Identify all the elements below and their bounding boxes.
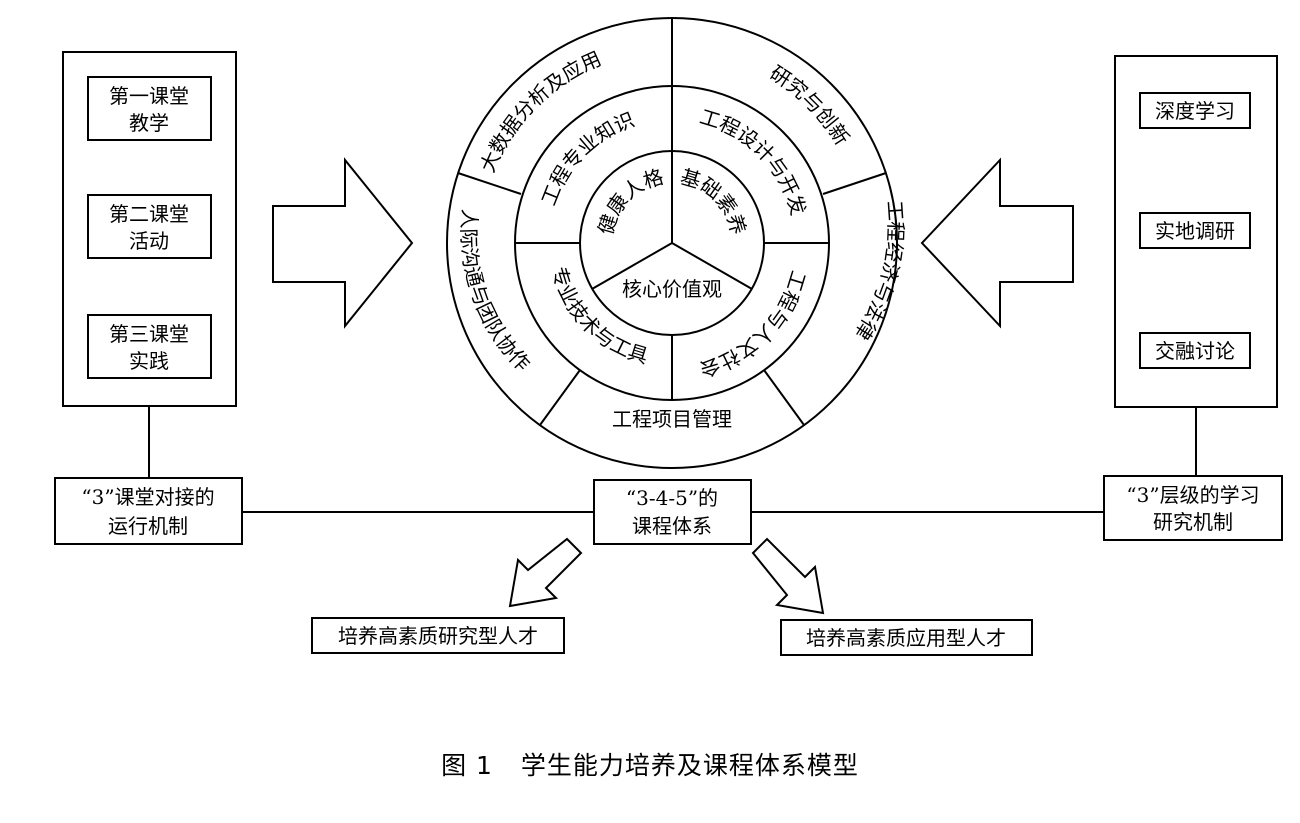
course-wheel: 健康人格 基础素养 核心价值观 工程专业知识 工程设计与开发 工程与人文社会 专… xyxy=(446,17,908,469)
figure-number: 图 1 xyxy=(441,751,493,780)
classroom-item-2-line2: 活动 xyxy=(129,229,169,253)
applied-talent-box: 培养高素质应用型人才 xyxy=(780,619,1033,656)
right-mechanism-line2: 研究机制 xyxy=(1153,510,1233,534)
classroom-item-1: 第一课堂 教学 xyxy=(87,76,212,141)
inner-label-2: 基础素养 xyxy=(678,164,751,237)
research-talent-box: 培养高素质研究型人才 xyxy=(311,617,565,654)
outer-label-4: 工程项目管理 xyxy=(612,407,732,431)
inner-label-3: 核心价值观 xyxy=(622,277,722,301)
learning-item-1: 深度学习 xyxy=(1139,92,1251,129)
outer-divider xyxy=(457,172,522,195)
course-system-line1: “3-4-5”的 xyxy=(626,486,718,510)
arrow-right-icon xyxy=(272,157,414,329)
figure-title: 学生能力培养及课程体系模型 xyxy=(520,751,859,780)
right-mechanism-line1: “3”层级的学习 xyxy=(1126,483,1259,507)
classroom-item-2-line1: 第二课堂 xyxy=(109,202,189,226)
left-mechanism-line1: “3”课堂对接的 xyxy=(81,485,214,509)
right-mechanism-box: “3”层级的学习 研究机制 xyxy=(1103,475,1283,541)
left-panel: 第一课堂 教学 第二课堂 活动 第三课堂 实践 xyxy=(62,51,237,407)
outer-divider xyxy=(763,369,805,426)
research-talent-label: 培养高素质研究型人才 xyxy=(338,624,538,648)
right-panel: 深度学习 实地调研 交融讨论 xyxy=(1114,55,1278,408)
applied-talent-label: 培养高素质应用型人才 xyxy=(806,626,1006,650)
arrow-down-left-icon xyxy=(508,537,583,608)
learning-item-3: 交融讨论 xyxy=(1139,332,1251,369)
classroom-item-1-line2: 教学 xyxy=(129,111,169,135)
left-mechanism-box: “3”课堂对接的 运行机制 xyxy=(54,477,243,545)
course-system-line2: 课程体系 xyxy=(632,514,712,538)
arrow-left-icon xyxy=(920,157,1074,329)
outer-divider xyxy=(539,369,581,426)
arrow-down-right-icon xyxy=(751,537,825,615)
classroom-item-2: 第二课堂 活动 xyxy=(87,194,212,259)
classroom-item-3-line2: 实践 xyxy=(129,349,169,373)
left-mechanism-line2: 运行机制 xyxy=(108,514,188,538)
inner-label-1: 健康人格 xyxy=(593,164,666,237)
learning-item-1-label: 深度学习 xyxy=(1155,99,1235,123)
middle-label-1: 工程专业知识 xyxy=(536,107,637,208)
outer-divider xyxy=(822,172,887,195)
inner-divider xyxy=(591,242,673,290)
classroom-item-1-line1: 第一课堂 xyxy=(109,84,189,108)
outer-label-2: 研究与创新 xyxy=(766,61,855,150)
learning-item-2-label: 实地调研 xyxy=(1155,219,1235,243)
figure-caption: 图 1 学生能力培养及课程体系模型 xyxy=(0,746,1300,782)
inner-divider xyxy=(671,242,753,290)
classroom-item-3-line1: 第三课堂 xyxy=(109,322,189,346)
course-system-box: “3-4-5”的 课程体系 xyxy=(593,479,752,545)
learning-item-3-label: 交融讨论 xyxy=(1155,339,1235,363)
learning-item-2: 实地调研 xyxy=(1139,212,1251,249)
outer-label-3: 工程经济与法律 xyxy=(850,200,908,344)
classroom-item-3: 第三课堂 实践 xyxy=(87,314,212,379)
